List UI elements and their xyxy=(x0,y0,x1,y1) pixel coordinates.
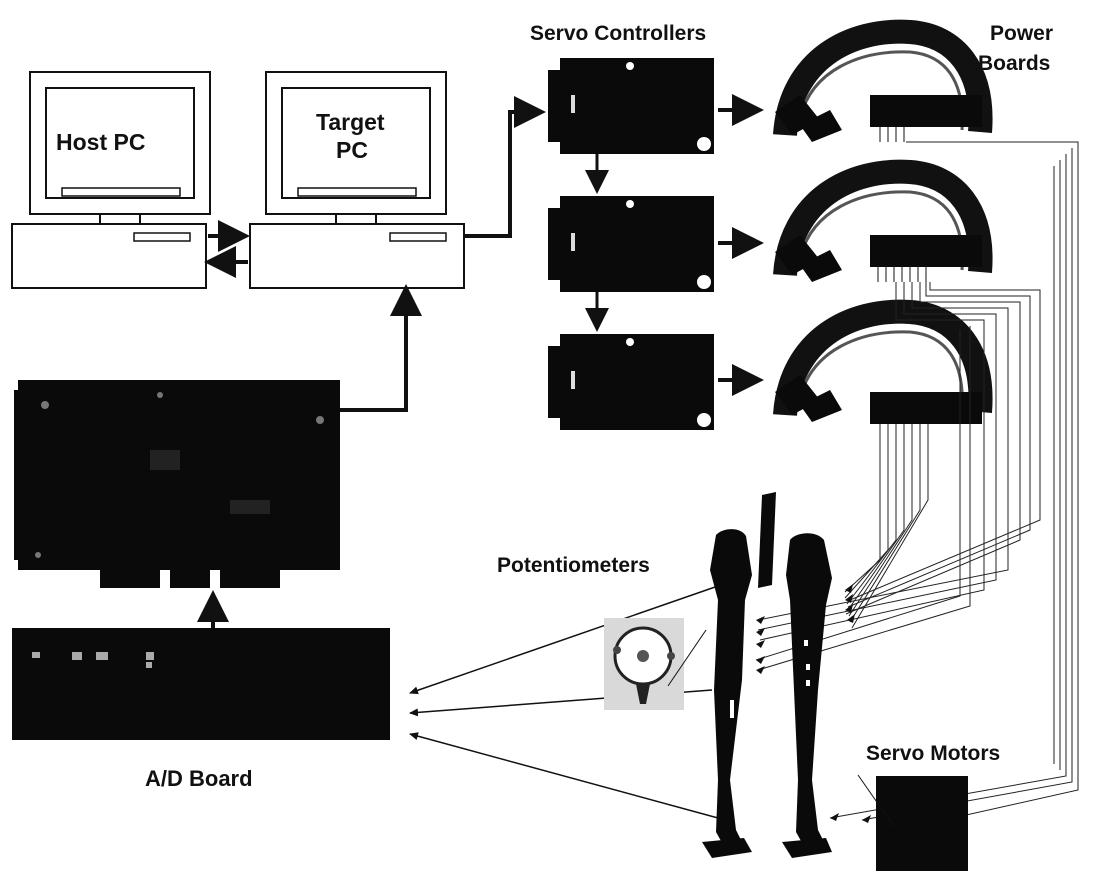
card-to-target-line xyxy=(340,292,406,410)
host-pc: Host PC xyxy=(12,72,210,288)
potentiometers-label: Potentiometers xyxy=(497,554,650,577)
power-boards-label-line1: Power xyxy=(990,22,1053,45)
power-board-3 xyxy=(775,312,982,424)
servo-controller-2 xyxy=(548,196,714,292)
robot-legs xyxy=(702,492,832,858)
target-pc-case xyxy=(250,224,464,288)
servo-motors-label: Servo Motors xyxy=(866,742,1000,765)
power-board-1 xyxy=(775,32,982,142)
host-pc-label: Host PC xyxy=(56,129,145,155)
target-pc: Target PC xyxy=(250,72,464,288)
servo-controllers-label: Servo Controllers xyxy=(530,22,706,45)
power-board-2 xyxy=(775,172,982,282)
target-pc-label-line1: Target xyxy=(316,109,385,135)
pot-signal-arrow-3 xyxy=(410,734,718,818)
ad-board xyxy=(12,628,390,740)
power-boards-label-line2: Boards xyxy=(978,52,1050,75)
potentiometer xyxy=(604,618,684,710)
daq-card xyxy=(14,380,340,588)
ad-board-label: A/D Board xyxy=(145,766,253,791)
servo-controller-1 xyxy=(548,58,714,154)
servo-motor xyxy=(876,776,968,871)
target-pc-label-line2: PC xyxy=(336,137,368,163)
host-pc-case xyxy=(12,224,206,288)
servo-controller-3 xyxy=(548,334,714,430)
target-to-controller-line xyxy=(464,112,538,236)
